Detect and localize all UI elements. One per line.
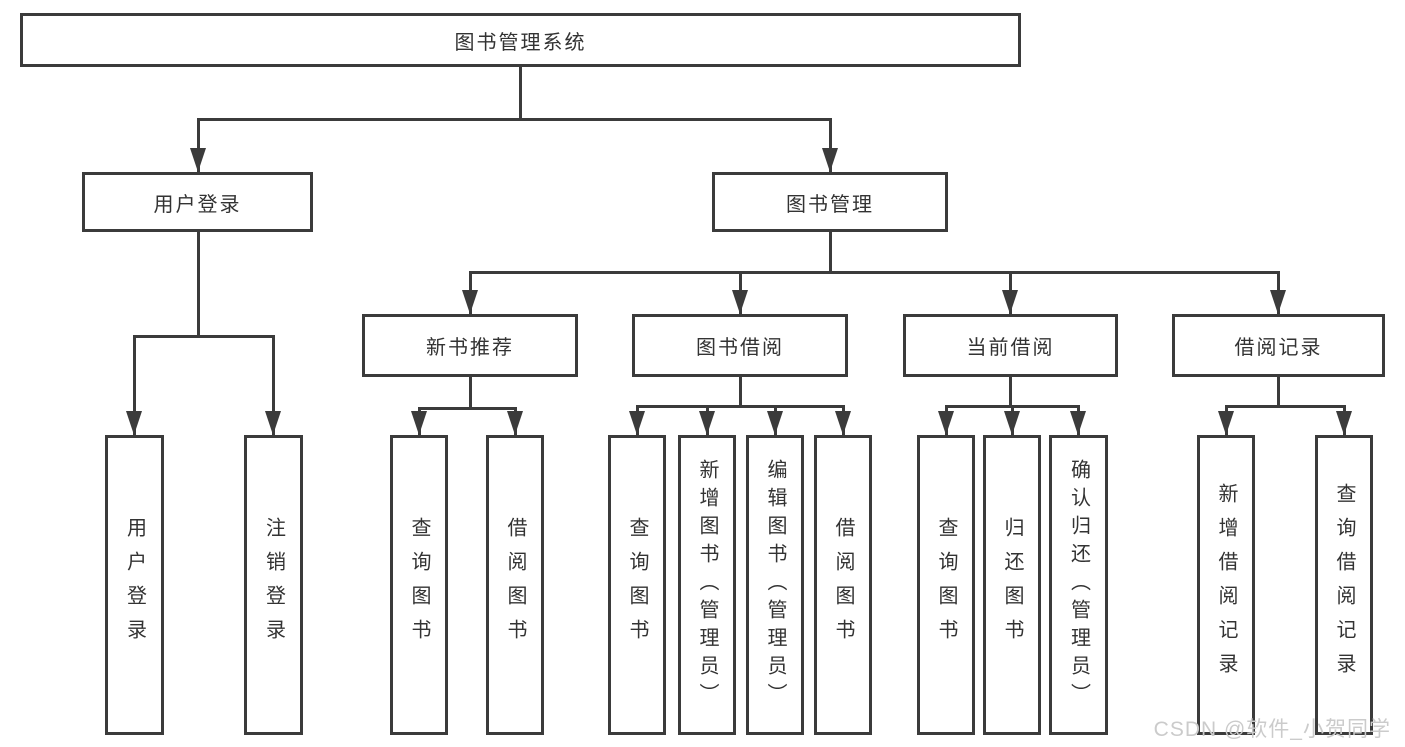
node-label: 查询图书 <box>408 517 430 653</box>
leaf-return-books: 归还图书 <box>983 435 1041 735</box>
node-label: 借阅图书 <box>504 517 526 653</box>
arrowhead-down-icon <box>190 148 206 172</box>
arrowhead-down-icon <box>1336 411 1352 435</box>
node-user-login: 用户登录 <box>82 172 313 232</box>
connector-bar-line <box>133 335 274 338</box>
connector-bar-line <box>1225 405 1345 408</box>
arrowhead-down-icon <box>462 290 478 314</box>
leaf-add-borrow-record: 新增借阅记录 <box>1197 435 1255 735</box>
node-book-borrow: 图书借阅 <box>632 314 848 377</box>
node-label: 图书管理系统 <box>454 31 587 54</box>
leaf-add-book-admin: 新增图书（管理员） <box>678 435 736 735</box>
arrowhead-down-icon <box>835 411 851 435</box>
connector-bar-line <box>469 271 1279 274</box>
arrowhead-down-icon <box>1270 290 1286 314</box>
leaf-query-books-borrow: 查询图书 <box>608 435 666 735</box>
node-root-library-system: 图书管理系统 <box>20 13 1021 67</box>
arrowhead-down-icon <box>1070 411 1086 435</box>
node-current-borrow: 当前借阅 <box>903 314 1118 377</box>
node-label: 查询借阅记录 <box>1333 483 1355 687</box>
node-label: 查询图书 <box>935 517 957 653</box>
arrowhead-down-icon <box>629 411 645 435</box>
arrowhead-down-icon <box>126 411 142 435</box>
arrowhead-down-icon <box>822 148 838 172</box>
leaf-borrow-books: 借阅图书 <box>814 435 872 735</box>
node-label: 图书管理 <box>786 193 874 216</box>
arrowhead-down-icon <box>767 411 783 435</box>
node-label: 新书推荐 <box>426 337 514 359</box>
leaf-borrow-books-recommend: 借阅图书 <box>486 435 544 735</box>
arrowhead-down-icon <box>1002 290 1018 314</box>
connector-bar-line <box>197 118 831 121</box>
node-label: 用户登录 <box>123 517 146 653</box>
connector-stem-line <box>197 232 200 335</box>
connector-drop-line <box>272 335 275 435</box>
arrowhead-down-icon <box>1004 411 1020 435</box>
node-label: 图书借阅 <box>696 337 784 359</box>
csdn-watermark: CSDN @软件_小贺同学 <box>1153 718 1391 741</box>
node-new-book-recommend: 新书推荐 <box>362 314 578 377</box>
leaf-user-login: 用户登录 <box>105 435 164 735</box>
connector-drop-line <box>133 335 136 435</box>
connector-bar-line <box>418 407 516 410</box>
node-label: 借阅图书 <box>832 517 854 653</box>
arrowhead-down-icon <box>411 411 427 435</box>
arrowhead-down-icon <box>699 411 715 435</box>
node-label: 查询图书 <box>626 517 648 653</box>
node-label: 编辑图书（管理员） <box>764 459 786 711</box>
node-label: 用户登录 <box>153 193 242 216</box>
node-label: 新增图书（管理员） <box>696 459 718 711</box>
node-label: 借阅记录 <box>1234 337 1323 359</box>
leaf-confirm-return-admin: 确认归还（管理员） <box>1049 435 1108 735</box>
connector-drop-line <box>829 118 832 172</box>
connector-drop-line <box>197 118 200 172</box>
leaf-query-borrow-record: 查询借阅记录 <box>1315 435 1373 735</box>
node-label: 归还图书 <box>1001 517 1023 653</box>
node-book-management: 图书管理 <box>712 172 948 232</box>
arrowhead-down-icon <box>507 411 523 435</box>
connector-stem-line <box>829 232 832 271</box>
connector-stem-line <box>469 377 472 407</box>
connector-bar-line <box>636 405 844 408</box>
connector-stem-line <box>1009 377 1012 405</box>
arrowhead-down-icon <box>265 411 281 435</box>
arrowhead-down-icon <box>732 290 748 314</box>
connector-stem-line <box>1277 377 1280 405</box>
node-label: 确认归还（管理员） <box>1067 459 1090 711</box>
connector-stem-line <box>739 377 742 405</box>
node-label: 新增借阅记录 <box>1215 483 1237 687</box>
arrowhead-down-icon <box>1218 411 1234 435</box>
leaf-edit-book-admin: 编辑图书（管理员） <box>746 435 804 735</box>
arrowhead-down-icon <box>938 411 954 435</box>
leaf-query-books-recommend: 查询图书 <box>390 435 448 735</box>
leaf-query-books-current: 查询图书 <box>917 435 975 735</box>
leaf-logout: 注销登录 <box>244 435 303 735</box>
node-label: 注销登录 <box>262 517 285 653</box>
node-label: 当前借阅 <box>966 337 1055 359</box>
node-borrow-records: 借阅记录 <box>1172 314 1385 377</box>
connector-stem-line <box>519 67 522 118</box>
